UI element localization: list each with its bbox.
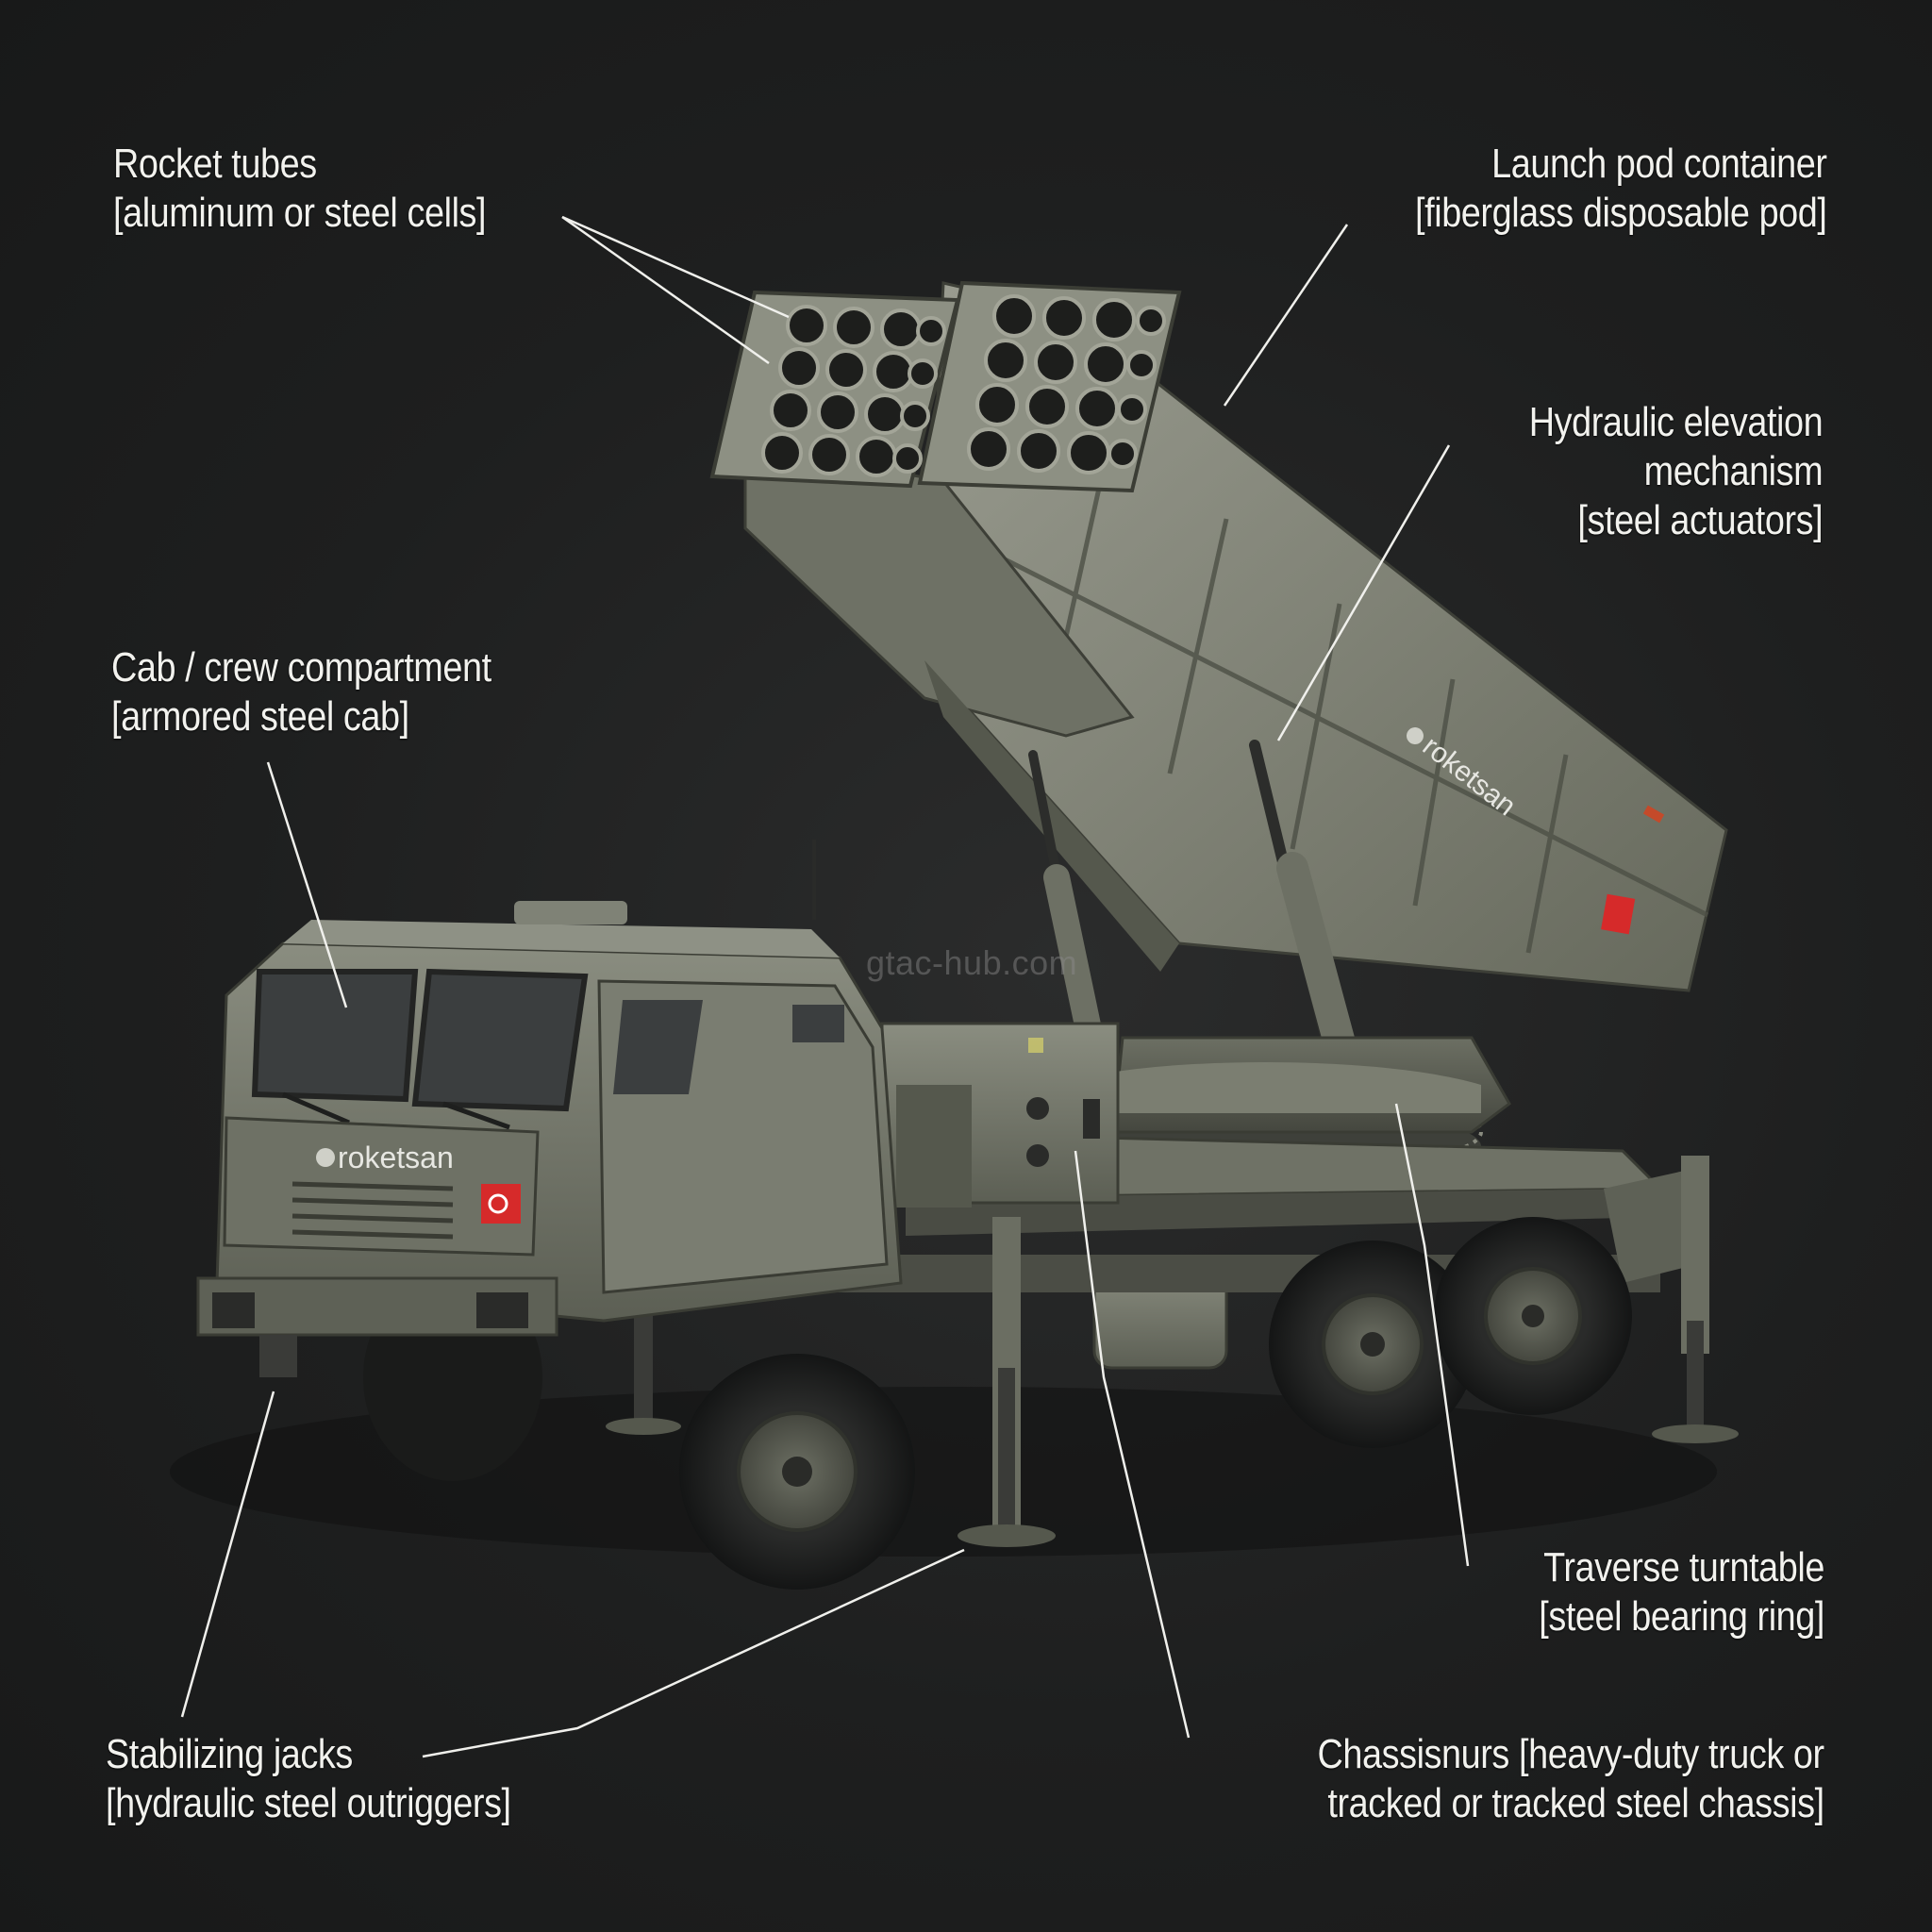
label-title: Launch pod container: [1491, 141, 1827, 187]
label-title: Cab / crew compartment: [111, 644, 491, 691]
label-hydraulic-elevation: Hydraulic elevation mechanism [steel act…: [1528, 398, 1823, 545]
label-material: [fiberglass disposable pod]: [1414, 190, 1827, 236]
label-material: [hydraulic steel outriggers]: [106, 1780, 511, 1826]
launch-pods: roketsan: [709, 280, 1728, 992]
leader-rocket-tubes-b: [561, 215, 770, 365]
watermark: gtac-hub.com: [866, 943, 1078, 982]
label-title: Stabilizing jacks: [106, 1731, 353, 1777]
label-material: [armored steel cab]: [111, 693, 409, 740]
label-cab: Cab / crew compartment [armored steel ca…: [111, 643, 491, 741]
leader-launch-pod: [1223, 224, 1349, 407]
leader-hydraulic-elevation: [1276, 444, 1451, 741]
rocket-tube-face-right: [917, 280, 1182, 493]
roketsan-cab-logo: roketsan: [338, 1141, 454, 1174]
label-title-line1: Hydraulic elevation: [1528, 399, 1823, 445]
label-material: [steel actuators]: [1577, 497, 1823, 543]
flag-icon-cab: [481, 1184, 521, 1224]
label-traverse-turntable: Traverse turntable [steel bearing ring]: [1539, 1543, 1824, 1641]
roketsan-logo-mark-pod: [1407, 727, 1424, 744]
label-launch-pod: Launch pod container [fiberglass disposa…: [1414, 140, 1827, 238]
label-material: [steel bearing ring]: [1539, 1593, 1824, 1640]
flag-icon-pod: [1601, 893, 1636, 935]
leader-stabilizing-jacks-a: [422, 1548, 965, 1758]
rocket-tube-face-left: [709, 290, 960, 489]
roketsan-logo-mark-cab: [316, 1148, 335, 1167]
leader-rocket-tubes-a: [561, 215, 790, 319]
warning-plate: [1642, 805, 1665, 824]
label-title: Rocket tubes: [113, 141, 317, 187]
wheel-mid: [1269, 1241, 1476, 1448]
label-chassis: Chassisnurs [heavy-duty truck or tracked…: [1317, 1730, 1825, 1828]
label-rocket-tubes: Rocket tubes [aluminum or steel cells]: [113, 140, 487, 238]
leader-traverse-turntable: [1394, 1103, 1470, 1567]
leader-cab: [266, 761, 348, 1008]
leader-stabilizing-jacks-b: [180, 1391, 275, 1718]
label-material: [aluminum or steel cells]: [113, 190, 487, 236]
label-line2: tracked or tracked steel chassis]: [1327, 1780, 1825, 1826]
label-title: Traverse turntable: [1543, 1544, 1824, 1591]
leader-chassis: [1074, 1150, 1191, 1739]
wheel-front: [679, 1354, 915, 1590]
cab-graphic: roketsan: [196, 840, 903, 1377]
stabilizer-jacks: [606, 1156, 1739, 1547]
wheel-rear: [1434, 1217, 1632, 1415]
label-title-line2: mechanism: [1643, 448, 1823, 494]
label-line1: Chassisnurs [heavy-duty truck or: [1317, 1731, 1825, 1777]
label-stabilizing-jacks: Stabilizing jacks [hydraulic steel outri…: [106, 1730, 511, 1828]
